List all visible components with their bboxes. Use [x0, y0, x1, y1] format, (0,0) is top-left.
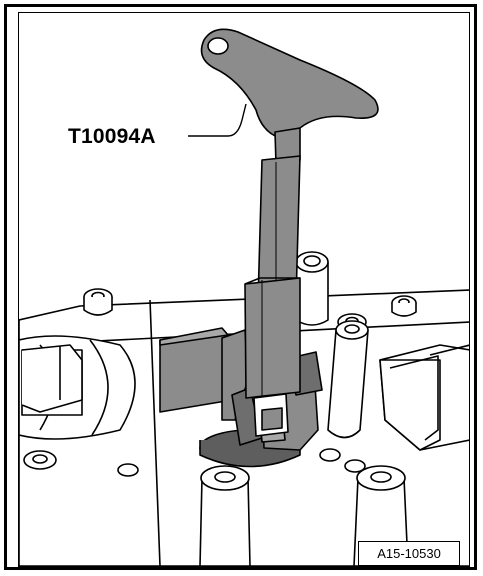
camshaft-left — [19, 335, 136, 440]
bolt-top-right — [391, 295, 417, 317]
callout-leader-line — [188, 103, 247, 137]
boss-lower-left — [199, 465, 251, 566]
t-handle-tool — [200, 28, 379, 437]
bolt-top-left — [83, 288, 113, 316]
tool-callout-label: T10094A — [68, 125, 156, 148]
bolt-lower-left — [23, 448, 366, 477]
camshaft-right — [379, 344, 469, 451]
figure-id-badge: A15-10530 — [358, 541, 460, 566]
spark-plug-well-right — [327, 320, 369, 439]
